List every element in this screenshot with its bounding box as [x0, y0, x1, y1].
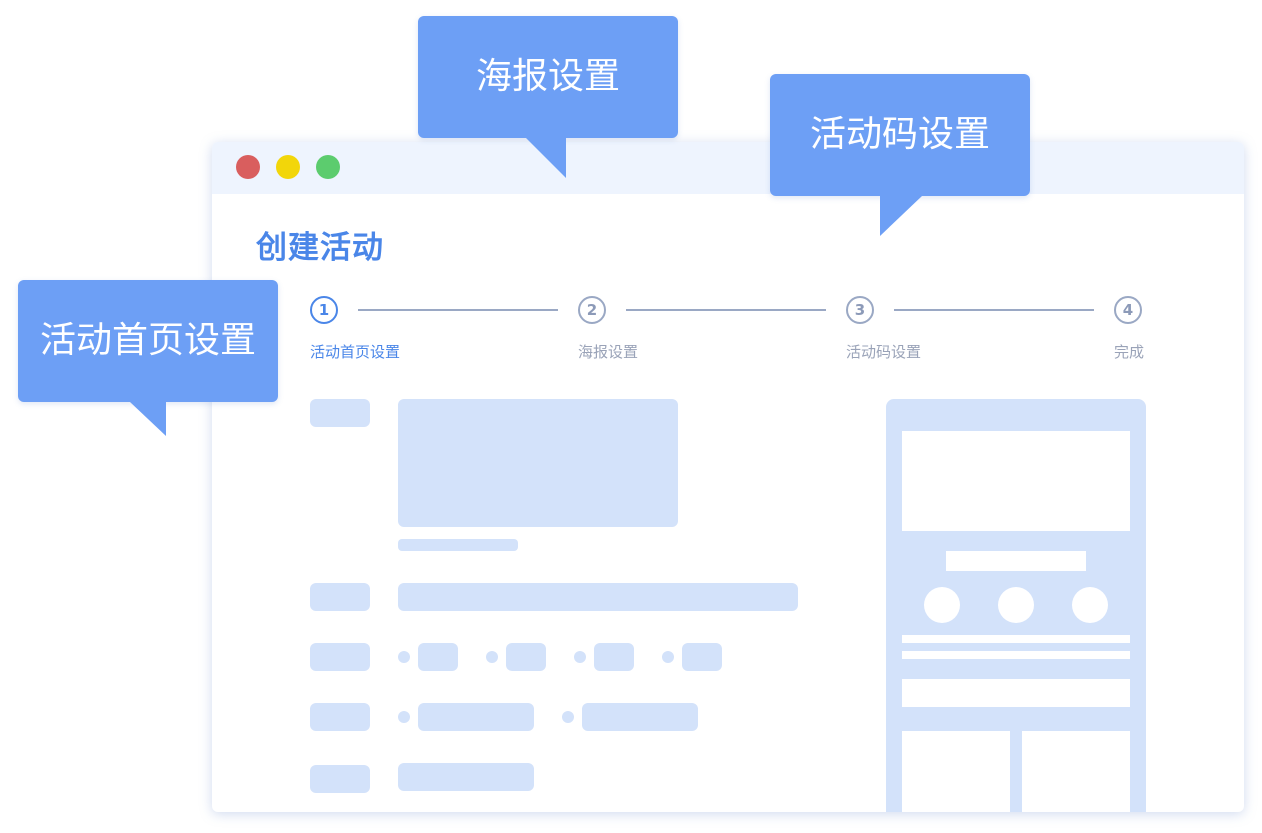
- browser-window: 创建活动 1 2 3 4 活动首页设置 海报设置 活动码设置 完成: [212, 142, 1244, 812]
- window-titlebar: [212, 142, 1244, 194]
- page-title: 创建活动: [256, 230, 384, 266]
- preview-card-placeholder: [902, 731, 1010, 812]
- radio-icon[interactable]: [562, 711, 574, 723]
- close-window-button[interactable]: [236, 155, 260, 179]
- radio-icon[interactable]: [398, 711, 410, 723]
- step-connector-2: [626, 309, 826, 311]
- field-label-placeholder: [310, 703, 370, 731]
- field-label-placeholder: [310, 583, 370, 611]
- radio-option-placeholder[interactable]: [582, 703, 698, 731]
- radio-icon[interactable]: [486, 651, 498, 663]
- callout-poster-settings: 海报设置: [418, 16, 678, 178]
- callout-pointer: [880, 196, 922, 236]
- text-input-placeholder[interactable]: [398, 583, 798, 611]
- callout-code-settings: 活动码设置: [770, 74, 1030, 236]
- callout-homepage-label: 活动首页设置: [39, 320, 256, 361]
- step-2-label[interactable]: 海报设置: [578, 343, 639, 361]
- step-4-label[interactable]: 完成: [1114, 343, 1145, 361]
- preview-banner-placeholder: [902, 431, 1130, 531]
- radio-icon[interactable]: [662, 651, 674, 663]
- callout-pointer: [130, 402, 166, 436]
- radio-option-placeholder[interactable]: [418, 643, 458, 671]
- hint-text-placeholder: [398, 539, 518, 551]
- preview-text-line: [902, 635, 1130, 643]
- input-placeholder[interactable]: [398, 763, 534, 791]
- callout-homepage-settings: 活动首页设置: [18, 280, 278, 436]
- minimize-window-button[interactable]: [276, 155, 300, 179]
- step-3-number[interactable]: 3: [846, 296, 874, 324]
- image-upload-placeholder[interactable]: [398, 399, 678, 527]
- radio-icon[interactable]: [398, 651, 410, 663]
- field-label-placeholder: [310, 643, 370, 671]
- preview-avatar-placeholder: [998, 587, 1034, 623]
- radio-option-placeholder[interactable]: [506, 643, 546, 671]
- step-2-number[interactable]: 2: [578, 296, 606, 324]
- field-label-placeholder: [310, 765, 370, 793]
- step-1-label[interactable]: 活动首页设置: [310, 343, 401, 361]
- radio-option-placeholder[interactable]: [594, 643, 634, 671]
- radio-option-placeholder[interactable]: [418, 703, 534, 731]
- preview-title-placeholder: [946, 551, 1086, 571]
- field-label-placeholder: [310, 399, 370, 427]
- radio-icon[interactable]: [574, 651, 586, 663]
- preview-text-line: [902, 651, 1130, 659]
- preview-card-placeholder: [1022, 731, 1130, 812]
- radio-option-placeholder[interactable]: [682, 643, 722, 671]
- step-4-number[interactable]: 4: [1114, 296, 1142, 324]
- callout-poster-label: 海报设置: [475, 56, 620, 97]
- step-connector-3: [894, 309, 1094, 311]
- preview-avatar-placeholder: [924, 587, 960, 623]
- step-3-label[interactable]: 活动码设置: [846, 343, 922, 361]
- maximize-window-button[interactable]: [316, 155, 340, 179]
- callout-code-label: 活动码设置: [809, 114, 990, 155]
- step-connector-1: [358, 309, 558, 311]
- step-1-number[interactable]: 1: [310, 296, 338, 324]
- mobile-preview: [886, 399, 1146, 812]
- preview-avatar-placeholder: [1072, 587, 1108, 623]
- callout-pointer: [526, 138, 566, 178]
- preview-block-placeholder: [902, 679, 1130, 707]
